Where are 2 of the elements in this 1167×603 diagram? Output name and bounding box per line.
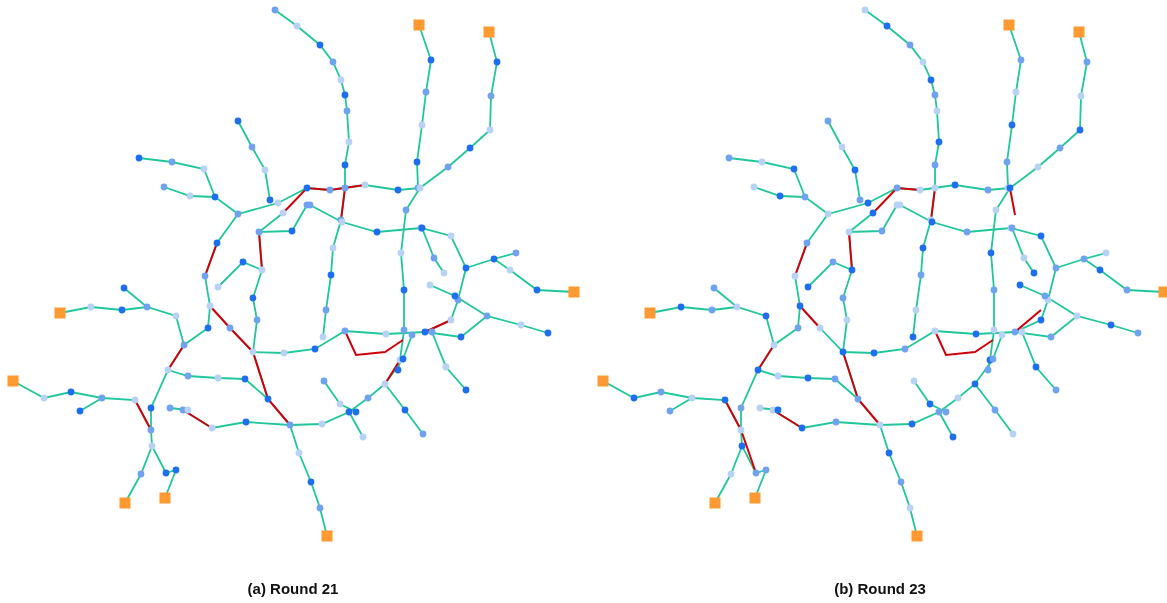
figure-caption: (b) Round 23 <box>834 580 926 597</box>
figure-caption: (a) Round 21 <box>247 580 339 597</box>
